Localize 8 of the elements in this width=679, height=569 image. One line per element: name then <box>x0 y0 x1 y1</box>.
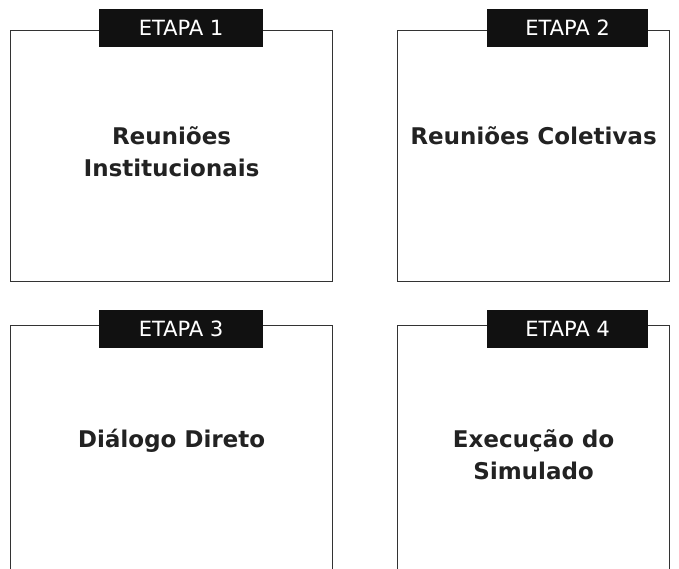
stage-title: Diálogo Direto <box>76 426 266 455</box>
stage-title: Execução do Simulado <box>452 426 616 487</box>
stage-header: ETAPA 1 <box>99 9 263 47</box>
stage-header: ETAPA 2 <box>487 9 648 47</box>
stage-header: ETAPA 4 <box>487 310 648 348</box>
stage-header: ETAPA 3 <box>99 310 263 348</box>
stage-title: Reuniões Institucionais <box>82 123 260 184</box>
stage-title: Reuniões Coletivas <box>409 123 658 152</box>
